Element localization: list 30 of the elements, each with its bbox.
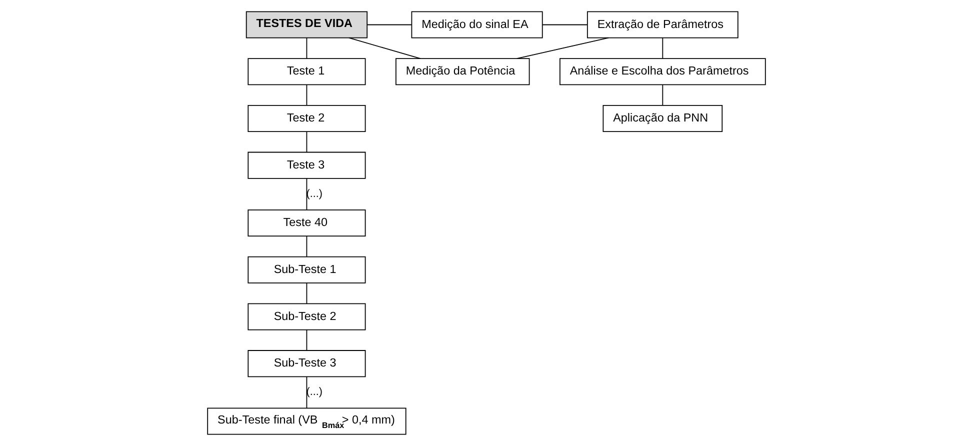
node-box: Sub-Teste 1: [247, 256, 366, 284]
connector: [662, 84, 663, 106]
node-box: Teste 3: [247, 152, 366, 179]
node-box: Aplicação da PNN: [602, 104, 722, 132]
node-box: Medição do sinal EA: [410, 11, 542, 38]
connector: [306, 282, 307, 304]
node-box: Teste 2: [247, 104, 366, 132]
connector: [366, 24, 412, 26]
node-box: Extração de Parâmetros: [586, 11, 738, 38]
connector: [348, 37, 420, 59]
node-box: Teste 1: [247, 58, 366, 86]
connector: [306, 131, 307, 153]
connector: [516, 37, 608, 59]
connector: [306, 178, 307, 210]
connector: [306, 84, 307, 106]
node-box: Sub-Teste 3: [247, 350, 366, 378]
edge-label: (...): [306, 386, 322, 398]
connector: [306, 38, 307, 59]
node-box: Teste 40: [247, 209, 366, 237]
connector: [662, 38, 663, 59]
edge-label: (...): [306, 188, 322, 200]
connector: [306, 376, 307, 408]
node-box: Sub-Teste 2: [247, 303, 366, 330]
connector: [306, 329, 307, 351]
node-box: Medição da Potência: [395, 58, 530, 86]
node-box: TESTES DE VIDA: [245, 11, 368, 38]
connector: [306, 236, 307, 258]
node-box: Sub-Teste final (VB$_{Bmáx}$> 0,4 mm): [206, 408, 406, 435]
connector: [542, 24, 588, 26]
node-box: Análise e Escolha dos Parâmetros: [559, 58, 766, 86]
